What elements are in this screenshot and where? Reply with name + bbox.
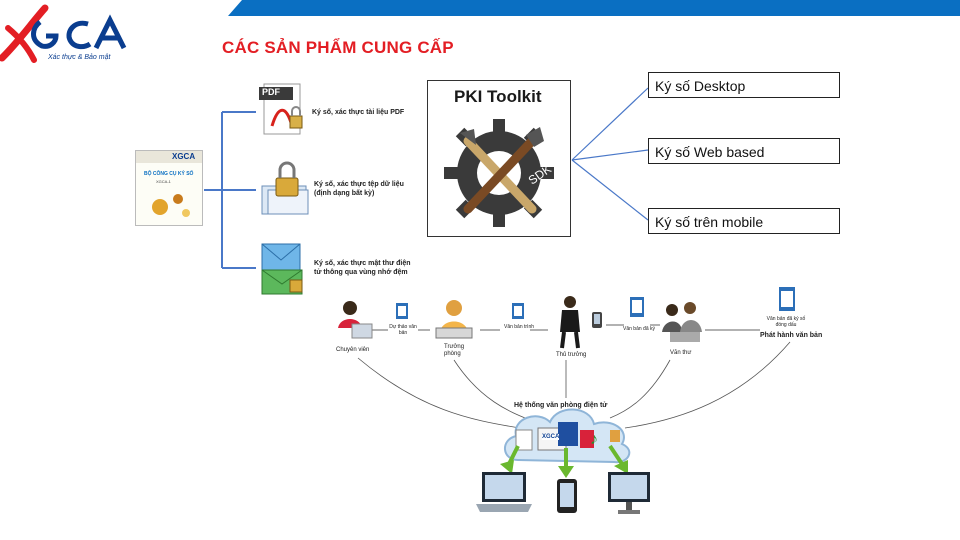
draft-doc-icon <box>396 303 408 319</box>
file-lock-icon <box>258 160 314 218</box>
logo-tagline: Xác thực & Bảo mật <box>48 54 111 61</box>
email-lock-icon <box>258 240 312 298</box>
pdf-document-icon: PDF <box>258 82 308 138</box>
top-decorative-bar <box>228 0 960 16</box>
head-dept-person-icon <box>435 300 473 339</box>
director-person-icon <box>560 296 602 349</box>
note-stamped: Văn bản đã ký số đóng dấu <box>766 316 806 328</box>
role-clerk: Văn thư <box>670 350 692 356</box>
role-publish: Phát hành văn bản <box>760 332 823 339</box>
cover-decoration-icon <box>152 194 190 217</box>
laptop-icon <box>476 472 532 512</box>
product-desc-email: Ký số, xác thực mật thư điện tử thông qu… <box>314 260 411 276</box>
product-desc-pdf: Ký số, xác thực tài liệu PDF <box>312 109 405 116</box>
role-specialist: Chuyên viên <box>336 347 370 353</box>
cover-sub: XGCA-1 <box>156 179 171 184</box>
submit-doc-icon <box>512 303 524 319</box>
page-title: CÁC SẢN PHẨM CUNG CẤP <box>222 38 454 57</box>
role-head-dept: Trưởng phòng <box>444 344 465 357</box>
brand-logo: Xác thực & Bảo mật <box>0 0 160 70</box>
office-system-cloud-icon: ♪ <box>504 408 631 464</box>
box-desktop: Ký số Desktop <box>648 72 840 98</box>
cover-title: BỘ CÔNG CỤ KÝ SỐ <box>144 171 194 177</box>
product-desc-file: Ký số, xác thực tệp dữ liệu (định dạng b… <box>314 181 404 197</box>
specialist-person-icon <box>338 301 373 339</box>
signed-doc-icon <box>630 297 644 317</box>
mobile-phone-icon <box>557 479 577 513</box>
toolkit-title: PKI Toolkit <box>454 87 542 106</box>
cover-brand: XGCA <box>172 152 196 161</box>
note-draft: Dự thảo văn bản <box>389 324 417 336</box>
svg-text:♪: ♪ <box>590 431 598 448</box>
cloud-logo: XGCA <box>542 434 560 440</box>
logo-mark-icon <box>0 0 160 70</box>
gear-tools-icon: SDK <box>444 119 554 227</box>
green-arrows-icon <box>500 444 628 478</box>
pdf-badge: PDF <box>262 87 280 97</box>
role-director: Thủ trưởng <box>556 352 587 358</box>
box-web: Ký số Web based <box>648 138 840 164</box>
product-cover-image: XGCA BỘ CÔNG CỤ KÝ SỐ XGCA-1 <box>135 150 203 226</box>
desktop-monitor-icon <box>608 472 650 514</box>
note-signed: Văn bản đã ký <box>623 326 655 332</box>
published-doc-icon <box>779 287 795 311</box>
clerk-people-icon <box>662 302 702 342</box>
pki-toolkit-panel: PKI Toolkit SDK <box>427 80 571 237</box>
system-label: Hệ thống văn phòng điện tử <box>514 402 608 409</box>
note-submit: Văn bản trình <box>503 324 535 330</box>
box-mobile: Ký số trên mobile <box>648 208 840 234</box>
